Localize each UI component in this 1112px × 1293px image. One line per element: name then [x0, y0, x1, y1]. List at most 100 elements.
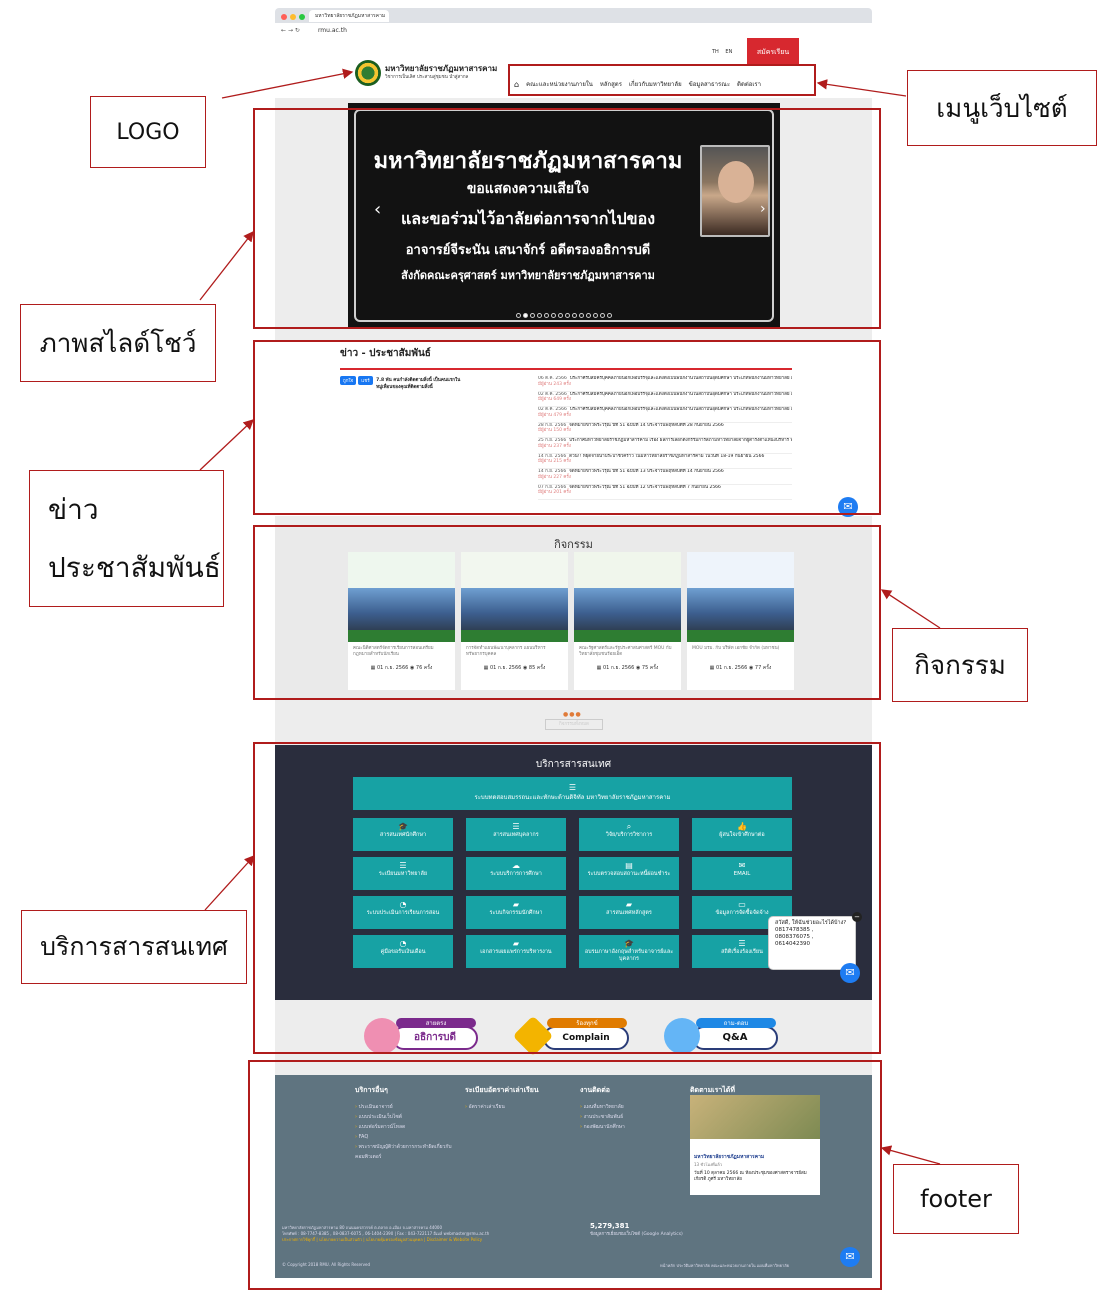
menu-item[interactable]: หลักสูตร	[599, 81, 622, 88]
menu-item[interactable]: คณะและหน่วยงานภายใน	[526, 81, 593, 88]
activities-pager[interactable]: ●●●	[563, 711, 582, 718]
activity-caption[interactable]: MOU มรม. กับ บริษัท เอกชัย จำกัด (มหาชน)	[692, 646, 780, 651]
minimize-window-icon[interactable]	[290, 14, 296, 20]
slide-indicator-dot[interactable]	[593, 313, 598, 318]
service-button[interactable]: ◔ระบบประเมินการเรียนการสอน	[353, 896, 453, 929]
service-button[interactable]: ▰เอกสารเผยแพร่การบริหารงาน	[466, 935, 566, 968]
activity-card[interactable]: การจัดทำแผนพัฒนาบุคลากร แผนบริหารทรัพยาก…	[461, 552, 568, 690]
url-text[interactable]: rmu.ac.th	[317, 27, 347, 34]
service-button[interactable]: ◔คู่มือขอรับเงินเดือน	[353, 935, 453, 968]
footer-link[interactable]: อัตราค่าเล่าเรียน	[465, 1102, 539, 1112]
footer-link[interactable]: งานประชาสัมพันธ์	[580, 1112, 625, 1122]
messenger-icon[interactable]: ✉	[838, 497, 858, 517]
activity-card[interactable]: คณะรัฐศาสตร์และรัฐประศาสนศาสตร์ MOU กับว…	[574, 552, 681, 690]
fb-page-name[interactable]: มหาวิทยาลัยราชภัฏมหาสารคาม	[694, 1154, 765, 1160]
news-item[interactable]: 14 ก.ย. 2566 ด่วน!! หยุดจ่ายน้ำประปาชั่ว…	[538, 453, 792, 469]
service-button[interactable]: 👍ผู้สนใจเข้าศึกษาต่อ	[692, 818, 792, 851]
president-direct-link[interactable]: อธิการบดี สายตรง	[364, 1018, 478, 1054]
footer-link[interactable]: แบบประเมินเว็บไซต์	[355, 1112, 455, 1122]
footer-link[interactable]: แบบฟอร์มดาวน์โหลด	[355, 1122, 455, 1132]
reload-icon[interactable]: ↻	[294, 27, 300, 34]
slideshow[interactable]: มหาวิทยาลัยราชภัฏมหาสารคาม ขอแสดงความเสี…	[348, 103, 780, 328]
news-item[interactable]: 07 ก.ย. 2566 จดหมายข่าวพระวรุณ ปีที่ 51 …	[538, 484, 792, 500]
activity-card[interactable]: คณะนิติศาสตร์จัดการเรียนการสอนเตรียมกฎหม…	[348, 552, 455, 690]
activity-caption[interactable]: คณะนิติศาสตร์จัดการเรียนการสอนเตรียมกฎหม…	[353, 646, 434, 657]
fb-like-button[interactable]: ถูกใจ	[340, 376, 357, 385]
footer-link[interactable]: ประเมินอาจารย์	[355, 1102, 455, 1112]
complain-link[interactable]: Complain ร้องทุกข์	[512, 1015, 629, 1057]
nav-forward-icon[interactable]: →	[287, 27, 293, 34]
browser-tab[interactable]: มหาวิทยาลัยราชภัฏมหาสารคาม	[309, 10, 389, 22]
apply-button[interactable]: สมัครเรียน	[747, 38, 799, 66]
service-button[interactable]: ⌕วิจัย/บริการวิชาการ	[579, 818, 679, 851]
menu-item[interactable]: ติดต่อเรา	[737, 81, 761, 88]
slide-indicator-dot[interactable]	[565, 313, 570, 318]
service-button[interactable]: ▰ระบบกิจกรรมนักศึกษา	[466, 896, 566, 929]
service-button[interactable]: 🎓อบรมภาษาอังกฤษสำหรับอาจารย์และบุคลากร	[579, 935, 679, 968]
chat-bubble[interactable]: สวัสดี, ให้ฉันช่วยอะไรได้บ้าง? 081747838…	[768, 916, 856, 970]
footer-link[interactable]: FAQ	[355, 1132, 455, 1142]
messenger-icon[interactable]: ✉	[840, 1247, 860, 1267]
slide-indicator-dot[interactable]	[572, 313, 577, 318]
news-item[interactable]: 02 ต.ค. 2566 ประกาศรับสมัครบุคคลภายนอกเพ…	[538, 407, 792, 423]
footer-bottom-links[interactable]: หน้าหลัก ประวัติมหาวิทยาลัย คณะและหน่วยง…	[660, 1263, 790, 1268]
slide-indicator-dot[interactable]	[551, 313, 556, 318]
fb-share-button[interactable]: แชร์	[358, 376, 373, 385]
slide-prev-icon[interactable]: ‹	[374, 199, 382, 220]
slide-indicator-dot[interactable]	[523, 313, 528, 318]
news-headline[interactable]: ประกาศรับสมัครบุคคลภายนอกเพื่อบรรจุและแต…	[569, 376, 792, 381]
home-icon[interactable]: ⌂	[514, 79, 520, 89]
news-item[interactable]: 25 ก.ย. 2566 ประกาศมหาวิทยาลัยราชภัฏมหาส…	[538, 438, 792, 454]
nav-back-icon[interactable]: ←	[281, 27, 287, 34]
slide-next-icon[interactable]: ›	[760, 201, 766, 217]
footer-link[interactable]: แผนที่มหาวิทยาลัย	[580, 1102, 625, 1112]
university-logo-icon[interactable]	[355, 60, 381, 86]
service-button[interactable]: ☰สารสนเทศบุคลากร	[466, 818, 566, 851]
service-button[interactable]: ✉EMAIL	[692, 857, 792, 890]
lang-en[interactable]: EN	[725, 49, 733, 55]
slide-indicator-dot[interactable]	[544, 313, 549, 318]
maximize-window-icon[interactable]	[299, 14, 305, 20]
menu-item[interactable]: เกี่ยวกับมหาวิทยาลัย	[628, 81, 682, 88]
slide-indicator-dot[interactable]	[516, 313, 521, 318]
activity-card[interactable]: MOU มรม. กับ บริษัท เอกชัย จำกัด (มหาชน)…	[687, 552, 794, 690]
slide-indicator-dot[interactable]	[558, 313, 563, 318]
policy-links[interactable]: ประกาศการใช้คุกกี้ | นโยบายความเป็นส่วนต…	[282, 1237, 483, 1242]
slide-indicator-dot[interactable]	[579, 313, 584, 318]
news-headline[interactable]: จดหมายข่าวพระวรุณ ปีที่ 51 ฉบับที่ 14 ปร…	[569, 422, 724, 428]
lang-th[interactable]: TH	[712, 49, 719, 55]
slide-indicator-dot[interactable]	[586, 313, 591, 318]
news-headline[interactable]: ประกาศมหาวิทยาลัยราชภัฏมหาสารคาม เรื่อง …	[569, 438, 792, 443]
activity-image[interactable]	[687, 552, 794, 642]
activity-caption[interactable]: คณะรัฐศาสตร์และรัฐประศาสนศาสตร์ MOU กับว…	[579, 646, 672, 657]
news-headline[interactable]: จดหมายข่าวพระวรุณ ปีที่ 51 ฉบับที่ 12 ปร…	[569, 484, 721, 490]
footer-link[interactable]: พระราชบัญญัติว่าด้วยการกระทำผิดเกี่ยวกับ…	[355, 1142, 455, 1162]
slide-indicator-dot[interactable]	[600, 313, 605, 318]
close-icon[interactable]: −	[852, 912, 862, 922]
facebook-page-widget[interactable]: มหาวิทยาลัยราชภัฏมหาสารคาม 13 ชั่วโมงที่…	[690, 1095, 820, 1195]
slide-indicator-dot[interactable]	[607, 313, 612, 318]
menu-item[interactable]: ข้อมูลสาธารณะ	[688, 81, 731, 88]
digital-skills-test-button[interactable]: ☰ ระบบทดสอบสมรรถนะและทักษะด้านดิจิทัล มห…	[353, 777, 792, 810]
slide-indicator-dot[interactable]	[530, 313, 535, 318]
activity-image[interactable]	[348, 552, 455, 642]
news-item[interactable]: 02 ต.ค. 2566 ประกาศรับสมัครบุคคลภายนอกเพ…	[538, 391, 792, 407]
service-button[interactable]: 🎓สารสนเทศนักศึกษา	[353, 818, 453, 851]
close-window-icon[interactable]	[281, 14, 287, 20]
news-item[interactable]: 28 ก.ย. 2566 จดหมายข่าวพระวรุณ ปีที่ 51 …	[538, 422, 792, 438]
activity-caption[interactable]: การจัดทำแผนพัฒนาบุคลากร แผนบริหารทรัพยาก…	[466, 646, 546, 657]
news-item[interactable]: 06 ต.ค. 2566 ประกาศรับสมัครบุคคลภายนอกเพ…	[538, 376, 792, 392]
activity-image[interactable]	[574, 552, 681, 642]
service-button[interactable]: ▰สารสนเทศหลักสูตร	[579, 896, 679, 929]
news-headline[interactable]: ประกาศรับสมัครบุคคลภายนอกเพื่อบรรจุและแต…	[569, 407, 792, 412]
service-button[interactable]: ▤ระบบตรวจสอบสถานะหนี้ผ่อนชำระ	[579, 857, 679, 890]
activity-image[interactable]	[461, 552, 568, 642]
address-bar[interactable]: ← → ↻ rmu.ac.th	[275, 23, 872, 38]
news-headline[interactable]: ประกาศรับสมัครบุคคลภายนอกเพื่อบรรจุและแต…	[569, 391, 792, 397]
news-headline[interactable]: จดหมายข่าวพระวรุณ ปีที่ 51 ฉบับที่ 13 ปร…	[569, 469, 724, 474]
footer-link[interactable]: กองพัฒนานักศึกษา	[580, 1122, 625, 1132]
logo-name[interactable]: มหาวิทยาลัยราชภัฏมหาสารคาม	[385, 63, 498, 73]
news-headline[interactable]: ด่วน!! หยุดจ่ายน้ำประปาชั่วคราว ในมหาวิท…	[569, 453, 765, 459]
service-button[interactable]: ☰ระเบียนมหาวิทยาลัย	[353, 857, 453, 890]
service-button[interactable]: ☁ระบบบริการการศึกษา	[466, 857, 566, 890]
